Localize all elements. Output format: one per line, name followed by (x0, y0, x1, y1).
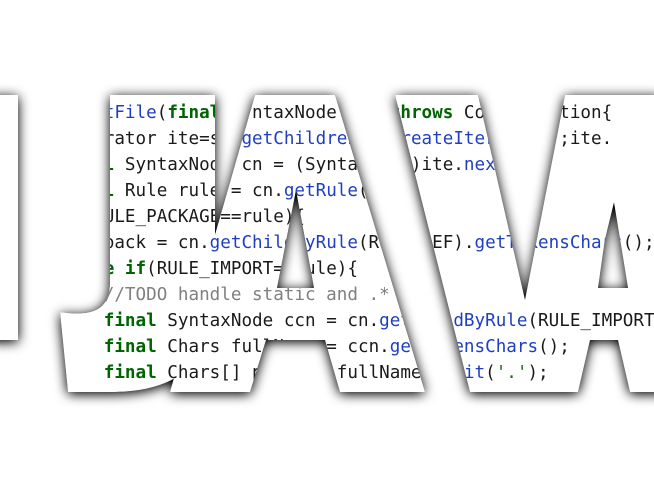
code-line: void contFile(final SyntaxNode sn) throw… (19, 103, 612, 123)
code-line: final Rule rule = cn.getRule(); (19, 181, 390, 201)
code-line: //TODO handle static and .* (19, 285, 390, 305)
code-line: final SyntaxNode cn = (SyntaxNode)ite.ne… (19, 155, 538, 175)
code-line: final SyntaxNode ccn = cn.getChildByRule… (19, 311, 654, 331)
code-line: for (Iterator ite=sn.getChildren().creat… (19, 129, 612, 149)
code-line: if(RULE_PACKAGE==rule){ (19, 207, 305, 227)
code-listing: void contFile(final SyntaxNode sn) throw… (0, 95, 654, 392)
code-inside-letters: void contFile(final SyntaxNode sn) throw… (0, 95, 654, 392)
code-line: final Chars[] parts = fullName.split('.'… (19, 363, 549, 383)
code-line: final Chars fullName = ccn.getTokensChar… (19, 337, 570, 357)
code-line: }else if(RULE_IMPORT==rule){ (19, 259, 358, 279)
code-line: pack = cn.getChildByRule(RULE_REF).getTo… (19, 233, 654, 253)
